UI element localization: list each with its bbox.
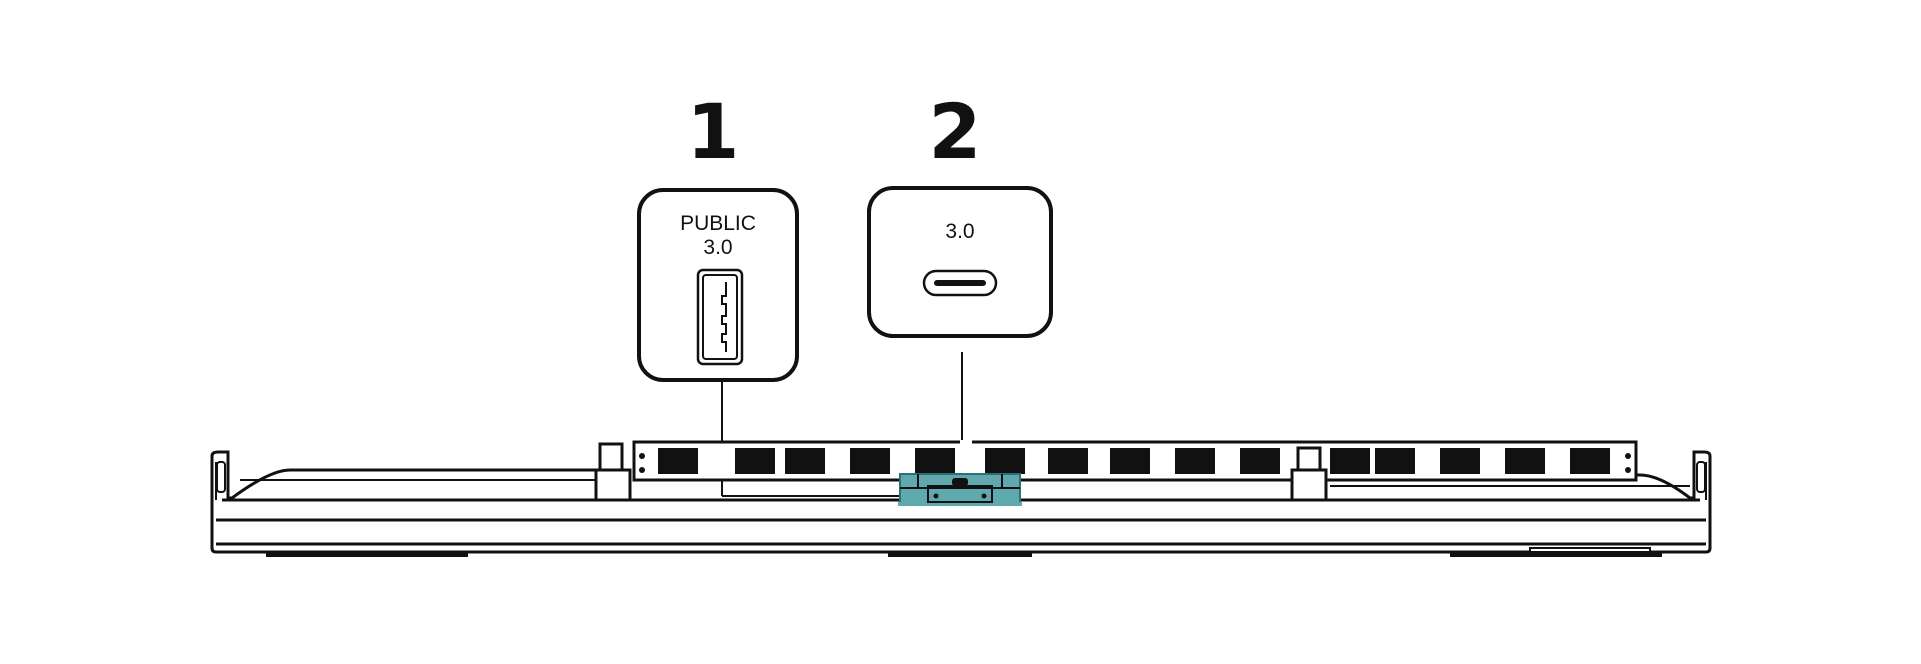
usb-c-label: 3.0 bbox=[945, 220, 975, 243]
mounting-tabs bbox=[594, 442, 1328, 502]
usb-c-callout: 3.0 bbox=[867, 186, 1053, 338]
port-number-1: 1 bbox=[686, 87, 740, 176]
usb-a-label-line2: 3.0 bbox=[703, 236, 733, 259]
usb-a-label-line1: PUBLIC bbox=[680, 212, 756, 235]
underside-feet bbox=[266, 547, 1662, 557]
port-module bbox=[898, 473, 1022, 506]
usb-c-port-icon bbox=[922, 269, 998, 297]
usb-a-callout: PUBLIC 3.0 bbox=[637, 188, 799, 382]
port-number-2: 2 bbox=[928, 87, 982, 176]
usb-a-port-icon bbox=[696, 268, 744, 366]
vent-strip bbox=[632, 440, 1638, 482]
side-detail bbox=[215, 461, 1707, 500]
